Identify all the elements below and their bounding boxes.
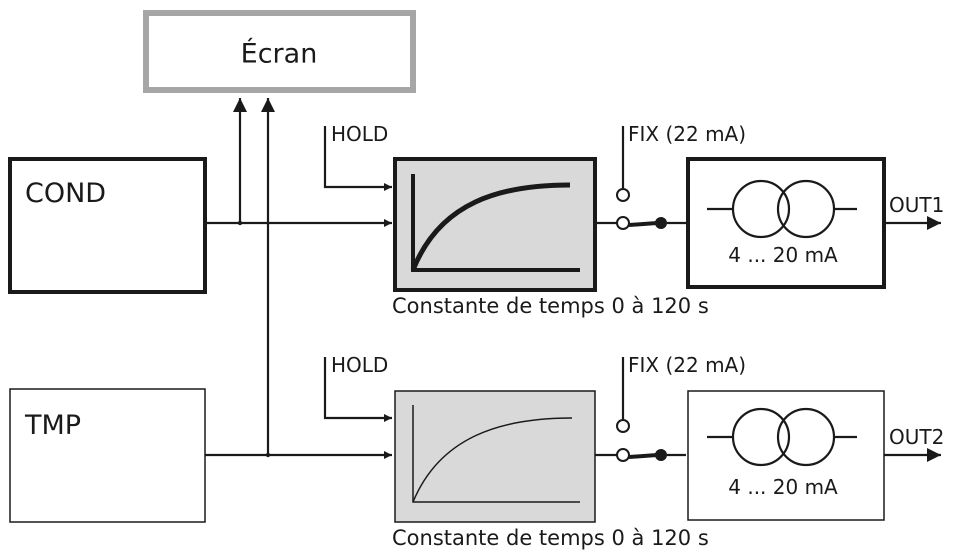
- input-wiring: [205, 98, 392, 459]
- hold-arrow-2: [323, 357, 392, 422]
- filter-curve-icon-1: [410, 174, 580, 272]
- tmp-input-block: TMP: [9, 388, 206, 523]
- hold-arrow-1: [323, 126, 392, 191]
- transformer-icon-1: [707, 179, 857, 239]
- transformer-icon-2: [707, 407, 857, 467]
- hold-label-1: HOLD: [331, 122, 388, 146]
- channel-2: HOLD Constante de temps 0 à 120 s FIX (2…: [323, 353, 944, 550]
- out-label-2: OUT2: [889, 425, 944, 449]
- filter-caption-1: Constante de temps 0 à 120 s: [392, 294, 709, 318]
- fix-contact-1: [616, 188, 630, 202]
- range-label-2: 4 ... 20 mA: [728, 475, 838, 499]
- channel-1: HOLD Constante de temps 0 à 120 s FIX (2…: [323, 122, 944, 318]
- out-label-1: OUT1: [889, 193, 944, 217]
- cond-input-block: COND: [8, 157, 207, 294]
- switch-icon-1: [616, 216, 667, 230]
- filter-curve-icon-2: [412, 405, 580, 503]
- tmp-label: TMP: [24, 410, 81, 441]
- filter-caption-2: Constante de temps 0 à 120 s: [392, 526, 709, 550]
- display-label: Écran: [241, 38, 318, 70]
- range-label-1: 4 ... 20 mA: [728, 243, 838, 267]
- hold-label-2: HOLD: [331, 353, 388, 377]
- display-block: Écran: [143, 10, 416, 93]
- fix-contact-2: [616, 419, 630, 433]
- cond-label: COND: [25, 178, 106, 209]
- fix-label-1: FIX (22 mA): [628, 122, 746, 146]
- switch-icon-2: [616, 448, 667, 462]
- filter-block-2: [394, 390, 596, 523]
- fix-label-2: FIX (22 mA): [628, 353, 746, 377]
